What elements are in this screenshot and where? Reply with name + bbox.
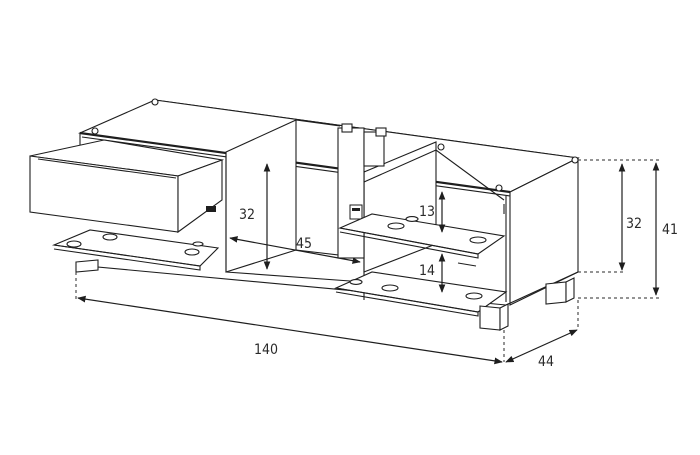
screw-4 bbox=[495, 184, 503, 192]
drawer-runner bbox=[206, 206, 216, 212]
shelf-pin-1 bbox=[387, 222, 405, 230]
cable-port-slot bbox=[352, 208, 360, 211]
cable-clip-left bbox=[341, 123, 353, 133]
label-shelf-upper: 13 bbox=[419, 204, 435, 220]
centre-floor-front bbox=[225, 271, 365, 283]
label-shelf-lower: 14 bbox=[419, 263, 435, 279]
dimension-labels: 140 44 41 32 32 45 13 14 bbox=[239, 204, 678, 370]
shelf-holes bbox=[457, 262, 477, 267]
shelf-pin-10 bbox=[192, 241, 204, 247]
left-compartment bbox=[29, 139, 225, 271]
screw-5 bbox=[571, 156, 579, 164]
drawer-side bbox=[177, 159, 223, 234]
label-width: 140 bbox=[254, 342, 278, 358]
shelf-pin-4 bbox=[381, 284, 399, 292]
right-compartment-top bbox=[363, 149, 505, 201]
cable-clip-right bbox=[375, 127, 387, 137]
cable-column-side bbox=[363, 131, 385, 167]
left-bottom-shelf-edge bbox=[53, 244, 201, 271]
shelf-pin-6 bbox=[349, 279, 363, 285]
shelf-pin-9 bbox=[102, 233, 118, 241]
upper-shelf-edge bbox=[339, 227, 479, 259]
screw-1 bbox=[151, 98, 159, 106]
drawer-inner-edge bbox=[37, 158, 177, 179]
label-inner-height: 32 bbox=[239, 207, 255, 223]
screw-3 bbox=[437, 143, 445, 151]
shelf-pin-5 bbox=[465, 292, 483, 300]
foot-left bbox=[75, 259, 99, 273]
label-height-total: 41 bbox=[662, 222, 678, 238]
foot-back-right-side bbox=[565, 277, 575, 303]
cable-port bbox=[349, 204, 363, 220]
cable-column bbox=[337, 127, 365, 259]
shelf-pin-8 bbox=[184, 248, 200, 256]
label-depth: 44 bbox=[538, 354, 554, 370]
inner-depth-dimension bbox=[229, 236, 361, 264]
width-dimension bbox=[77, 295, 503, 365]
bottom-side-edge bbox=[505, 271, 579, 306]
depth-dimension bbox=[505, 329, 578, 363]
shelf-pin-7 bbox=[66, 240, 82, 248]
shelf-pin-3 bbox=[405, 216, 419, 222]
shelf-pin-2 bbox=[469, 236, 487, 244]
dimension-lines bbox=[75, 159, 660, 365]
inner-back-top bbox=[295, 119, 341, 127]
label-height-body: 32 bbox=[626, 216, 642, 232]
screw-2 bbox=[91, 127, 99, 135]
foot-front-right-side bbox=[499, 303, 509, 331]
foot-front-right bbox=[479, 305, 501, 331]
foot-back-right bbox=[545, 281, 567, 305]
label-inner-depth: 45 bbox=[296, 236, 312, 252]
